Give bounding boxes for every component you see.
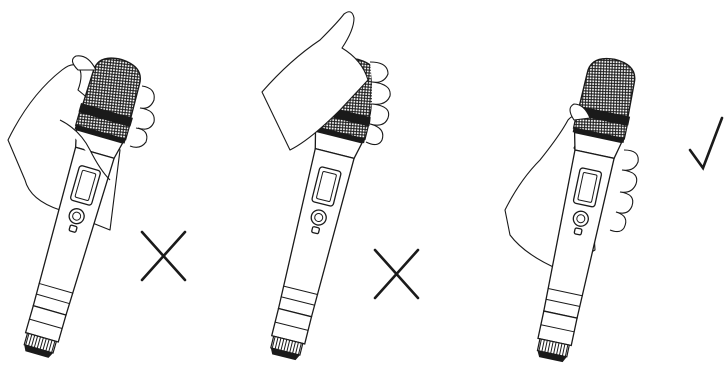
panel-2 <box>258 12 418 364</box>
checkmark-icon <box>690 118 722 168</box>
cross-icon-2 <box>375 250 418 298</box>
panel-1 <box>8 52 185 362</box>
cross-icon-1 <box>142 232 185 280</box>
panel-3 <box>505 54 722 366</box>
